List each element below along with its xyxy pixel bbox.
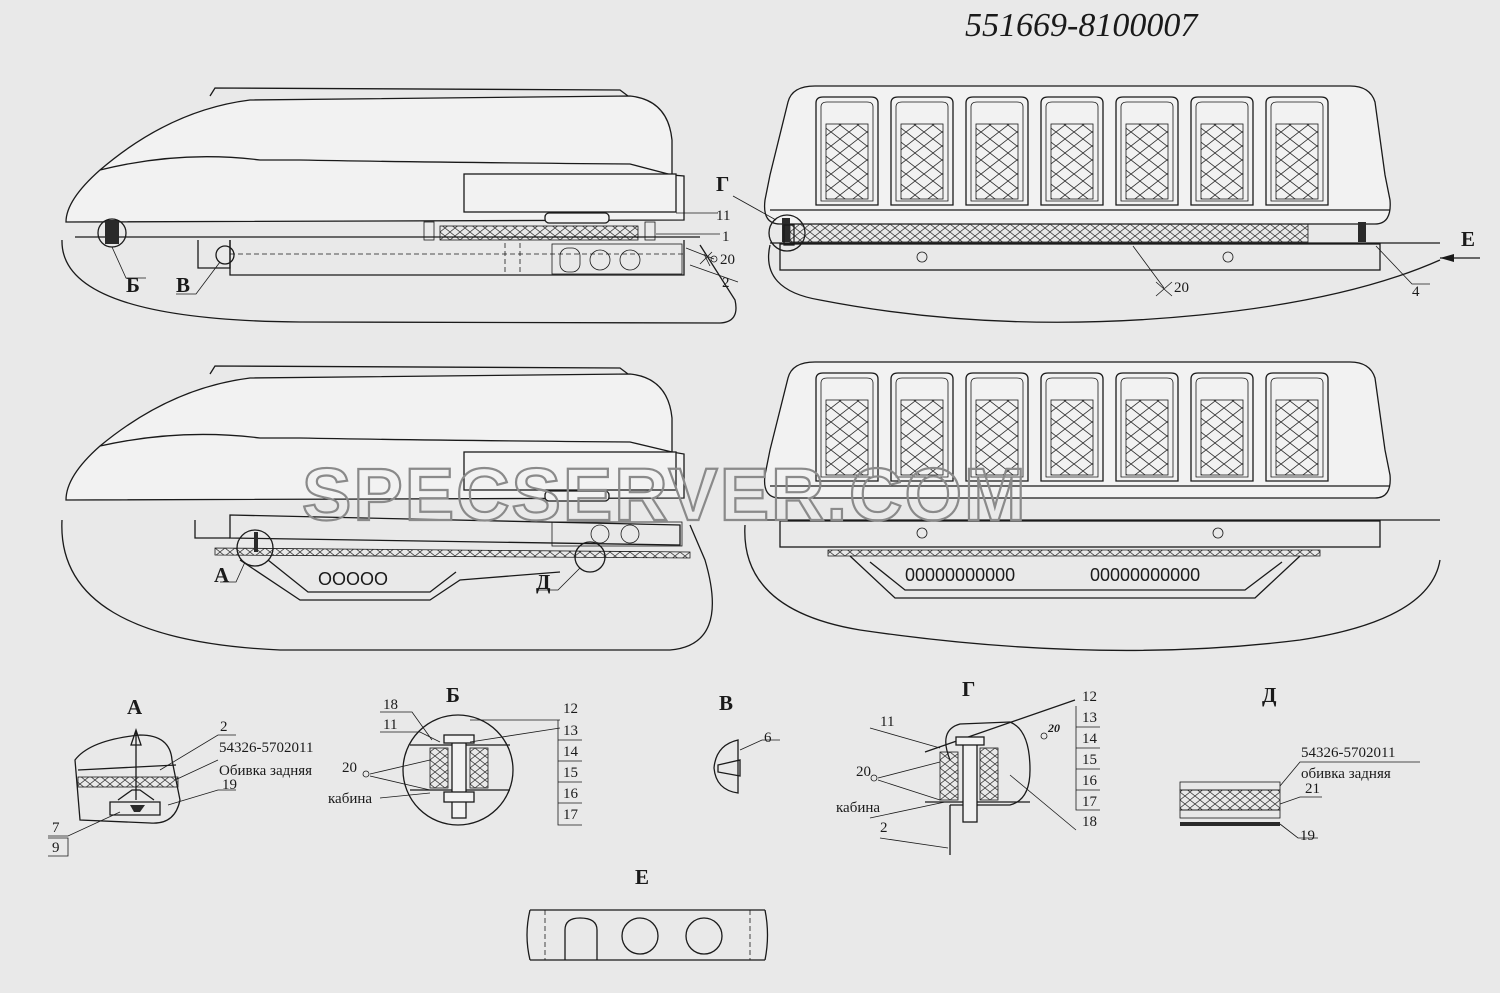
detail-b-label-11: 11: [383, 717, 397, 733]
detail-a-label-7: 7: [52, 820, 60, 836]
detail-b-label-12: 12: [563, 701, 578, 717]
callout-1: 1: [722, 229, 730, 245]
side-view-middle: OOOOO А Д: [61, 365, 713, 651]
detail-a-label-2: 2: [220, 719, 228, 735]
detail-b-title: Б: [446, 683, 460, 707]
detail-b-label-14: 14: [563, 744, 579, 760]
detail-g-note: кабина: [836, 800, 880, 816]
view-letter-e: Е: [1461, 227, 1475, 251]
callout-4: 4: [1412, 284, 1420, 300]
detail-g-label-20: 20: [856, 764, 871, 780]
view-e: Е: [526, 865, 769, 961]
detail-b-label-15: 15: [563, 765, 578, 781]
rear-view-middle: 00000000000 00000000000: [744, 361, 1441, 652]
detail-b-label-20: 20: [342, 760, 357, 776]
view-letter-d: Д: [536, 570, 551, 594]
detail-d-title: Д: [1262, 683, 1277, 707]
detail-a-note: Обивка задняя: [219, 763, 312, 779]
detail-d-note: обивка задняя: [1301, 766, 1391, 782]
view-letter-v: В: [176, 273, 190, 297]
detail-g-label-2: 2: [880, 820, 888, 836]
callout-20: 20: [720, 252, 735, 268]
drawing-number: 551669-8100007: [965, 7, 1199, 44]
detail-a-label-19: 19: [222, 777, 237, 793]
detail-d-label-21: 21: [1305, 781, 1320, 797]
detail-g-label-17: 17: [1082, 794, 1098, 810]
detail-g: Г 11 20 кабина 2 20 12 13 14 15 16 17 18: [836, 677, 1100, 855]
view-letter-a: А: [214, 563, 230, 587]
detail-g-label-11: 11: [880, 714, 894, 730]
detail-v: В 6: [713, 691, 780, 794]
svg-text:00000000000: 00000000000: [1090, 565, 1200, 585]
watermark: SPECSERVER.COM: [302, 453, 1028, 536]
detail-a-part: 54326-5702011: [219, 740, 313, 756]
detail-b: Б 18 11 20 кабина 12 13 14 15 16 17: [328, 683, 582, 826]
side-view-top: Б В 11 1 20 2: [61, 87, 739, 324]
rear-view-top: Г Е 20 4: [716, 85, 1480, 323]
detail-g-title: Г: [962, 677, 975, 701]
detail-d: Д 54326-5702011 обивка задняя 21 19: [1179, 683, 1420, 844]
detail-b-label-18: 18: [383, 697, 398, 713]
detail-g-label-16: 16: [1082, 773, 1098, 789]
callout-2: 2: [722, 275, 730, 291]
view-letter-b: Б: [126, 273, 140, 297]
detail-b-label-13: 13: [563, 723, 578, 739]
svg-text:00000000000: 00000000000: [905, 565, 1015, 585]
detail-g-label-15: 15: [1082, 752, 1097, 768]
detail-g-label-18: 18: [1082, 814, 1097, 830]
detail-g-weld-20: 20: [1047, 721, 1060, 735]
callout-11: 11: [716, 208, 730, 224]
callout-20-rear: 20: [1174, 280, 1189, 296]
detail-g-label-12: 12: [1082, 689, 1097, 705]
detail-d-part: 54326-5702011: [1301, 745, 1395, 761]
detail-v-label-6: 6: [764, 730, 772, 746]
detail-g-label-13: 13: [1082, 710, 1097, 726]
detail-b-label-16: 16: [563, 786, 579, 802]
detail-v-title: В: [719, 691, 733, 715]
detail-a: А 2 54326-5702011 Обивка задняя 19 7 9: [48, 695, 313, 857]
detail-a-label-9: 9: [52, 840, 60, 856]
view-e-title: Е: [635, 865, 649, 889]
detail-b-label-17: 17: [563, 807, 579, 823]
detail-a-title: А: [127, 695, 143, 719]
view-letter-g: Г: [716, 172, 729, 196]
detail-g-label-14: 14: [1082, 731, 1098, 747]
detail-b-note: кабина: [328, 791, 372, 807]
detail-d-label-19: 19: [1300, 828, 1315, 844]
svg-text:OOOOO: OOOOO: [318, 569, 388, 589]
